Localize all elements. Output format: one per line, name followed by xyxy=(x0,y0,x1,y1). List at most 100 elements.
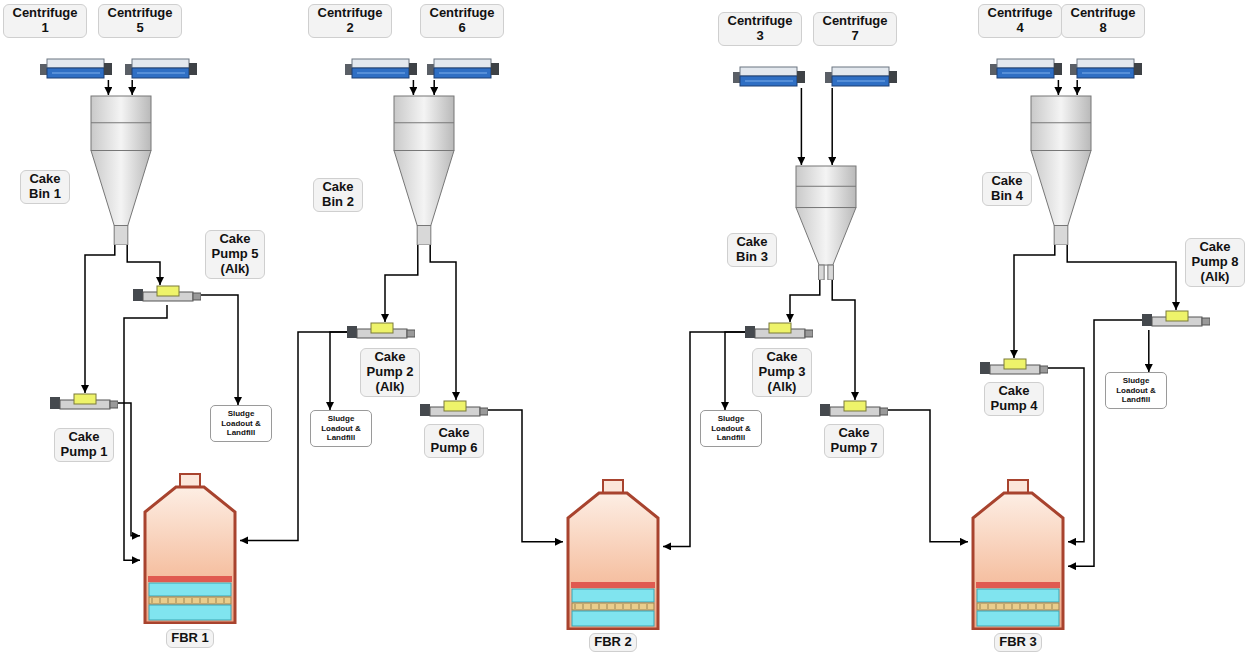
flow-arrow xyxy=(108,80,110,95)
cake-pump: Cake Pump 7 xyxy=(820,400,888,420)
flow-arrow xyxy=(1068,320,1142,566)
equipment-label: Centrifuge 4 xyxy=(978,4,1062,38)
flow-arrow xyxy=(888,410,968,542)
sludge-label: Sludge Loadout & Landfill xyxy=(1109,376,1163,405)
equipment-label: FBR 3 xyxy=(994,633,1042,652)
equipment-label: Cake Pump 7 xyxy=(824,424,884,458)
flow-arrow xyxy=(131,80,133,95)
cake-bin: Cake Bin 3 xyxy=(795,165,857,280)
cake-pump-symbol xyxy=(820,400,888,420)
cake-pump: Cake Pump 4 xyxy=(980,358,1048,378)
cake-pump-symbol xyxy=(50,393,118,413)
flow-arrow xyxy=(430,245,456,400)
equipment-label: Centrifuge 6 xyxy=(420,4,504,38)
centrifuge-symbol xyxy=(125,58,197,80)
equipment-label: FBR 2 xyxy=(589,633,637,652)
centrifuge-symbol xyxy=(825,66,897,88)
cake-pump-symbol xyxy=(347,322,415,342)
centrifuge: Centrifuge 1 xyxy=(40,58,112,80)
cake-pump: Cake Pump 5 (Alk) xyxy=(133,285,201,305)
equipment-label: FBR 1 xyxy=(166,629,214,648)
cake-bin-symbol xyxy=(90,95,152,245)
centrifuge-symbol xyxy=(345,58,417,80)
flow-arrow xyxy=(330,332,347,410)
equipment-label: Cake Pump 6 xyxy=(424,424,484,458)
cake-pump-symbol xyxy=(420,400,488,420)
flow-arrow xyxy=(385,245,418,322)
equipment-label: Centrifuge 2 xyxy=(308,4,392,38)
centrifuge: Centrifuge 4 xyxy=(990,58,1062,80)
flow-arrow xyxy=(790,280,820,322)
flow-arrow xyxy=(801,88,803,165)
cake-bin-symbol xyxy=(795,165,857,280)
flow-arrow xyxy=(85,245,115,393)
sludge-loadout: Sludge Loadout & Landfill xyxy=(210,405,272,442)
equipment-label: Cake Bin 4 xyxy=(982,172,1032,206)
equipment-label: Cake Bin 2 xyxy=(313,178,363,212)
fluidized-bed-reactor: FBR 1 xyxy=(140,472,240,624)
flow-arrow xyxy=(1014,245,1055,358)
equipment-label: Cake Pump 4 xyxy=(984,382,1044,416)
sludge-loadout: Sludge Loadout & Landfill xyxy=(310,410,372,447)
sludge-label: Sludge Loadout & Landfill xyxy=(214,409,268,438)
centrifuge: Centrifuge 3 xyxy=(733,66,805,88)
cake-pump-symbol xyxy=(1142,310,1210,330)
equipment-label: Cake Pump 5 (Alk) xyxy=(205,230,265,279)
equipment-label: Centrifuge 7 xyxy=(813,12,897,46)
cake-pump: Cake Pump 8 (Alk) xyxy=(1142,310,1210,330)
cake-pump-symbol xyxy=(745,322,813,342)
sludge-loadout: Sludge Loadout & Landfill xyxy=(1105,372,1167,409)
flow-arrow xyxy=(725,332,745,410)
fluidized-bed-reactor-symbol xyxy=(140,472,240,624)
cake-pump-symbol xyxy=(980,358,1048,378)
centrifuge: Centrifuge 8 xyxy=(1070,58,1142,80)
equipment-label: Cake Pump 1 xyxy=(54,428,114,462)
centrifuge: Centrifuge 5 xyxy=(125,58,197,80)
sludge-label: Sludge Loadout & Landfill xyxy=(704,414,758,443)
cake-pump: Cake Pump 3 (Alk) xyxy=(745,322,813,342)
cake-bin: Cake Bin 2 xyxy=(393,95,455,245)
equipment-label: Centrifuge 8 xyxy=(1061,4,1145,38)
cake-bin: Cake Bin 1 xyxy=(90,95,152,245)
flow-arrow xyxy=(1076,80,1078,95)
centrifuge-symbol xyxy=(990,58,1062,80)
centrifuge-symbol xyxy=(40,58,112,80)
centrifuge-symbol xyxy=(733,66,805,88)
flow-arrow xyxy=(118,403,140,536)
equipment-label: Cake Pump 3 (Alk) xyxy=(752,348,812,397)
flow-arrow xyxy=(201,295,238,405)
fluidized-bed-reactor: FBR 3 xyxy=(968,478,1068,630)
cake-pump: Cake Pump 1 xyxy=(50,393,118,413)
flow-arrow xyxy=(488,410,563,542)
fluidized-bed-reactor-symbol xyxy=(968,478,1068,630)
flow-arrow xyxy=(832,280,855,400)
flow-arrow xyxy=(1067,245,1176,310)
cake-bin: Cake Bin 4 xyxy=(1030,95,1092,245)
cake-pump-symbol xyxy=(133,285,201,305)
cake-pump: Cake Pump 6 xyxy=(420,400,488,420)
equipment-label: Cake Pump 8 (Alk) xyxy=(1185,238,1245,287)
flow-arrow xyxy=(413,80,415,95)
fluidized-bed-reactor: FBR 2 xyxy=(563,478,663,630)
equipment-label: Cake Bin 1 xyxy=(20,170,70,204)
fluidized-bed-reactor-symbol xyxy=(563,478,663,630)
flow-arrow xyxy=(831,88,833,165)
sludge-label: Sludge Loadout & Landfill xyxy=(314,414,368,443)
flow-arrow xyxy=(127,245,160,285)
cake-pump: Cake Pump 2 (Alk) xyxy=(347,322,415,342)
centrifuge-symbol xyxy=(1070,58,1142,80)
equipment-label: Centrifuge 5 xyxy=(98,4,182,38)
cake-bin-symbol xyxy=(1030,95,1092,245)
equipment-label: Cake Pump 2 (Alk) xyxy=(360,348,420,397)
flow-arrow xyxy=(1148,330,1150,372)
sludge-loadout: Sludge Loadout & Landfill xyxy=(700,410,762,447)
centrifuge: Centrifuge 7 xyxy=(825,66,897,88)
equipment-label: Cake Bin 3 xyxy=(727,233,777,267)
equipment-label: Centrifuge 3 xyxy=(718,12,802,46)
centrifuge-symbol xyxy=(427,58,499,80)
flow-arrow xyxy=(1058,80,1060,95)
cake-bin-symbol xyxy=(393,95,455,245)
centrifuge: Centrifuge 2 xyxy=(345,58,417,80)
flow-arrow xyxy=(433,80,435,95)
